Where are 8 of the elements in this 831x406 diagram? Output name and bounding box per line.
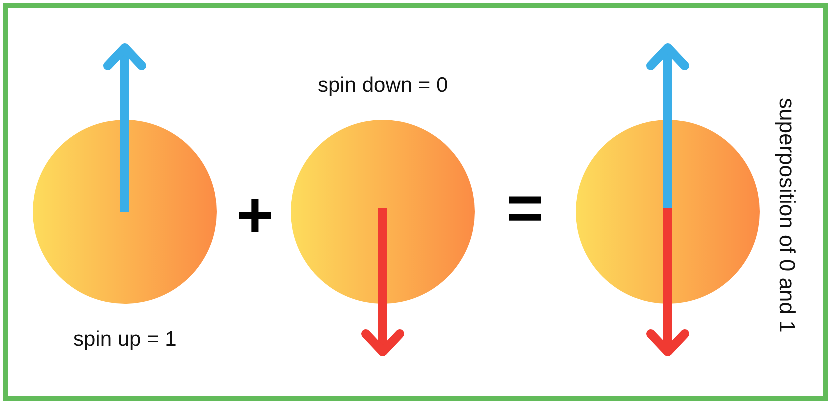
node-label: spin down = 0 (318, 74, 448, 98)
plus-sign: + (236, 183, 274, 247)
sphere (33, 120, 217, 304)
node-label: spin up = 1 (74, 328, 177, 352)
sphere (576, 120, 760, 304)
equals-sign: = (506, 176, 544, 240)
sphere (291, 120, 475, 304)
node-label: superposition of 0 and 1 (774, 98, 800, 332)
